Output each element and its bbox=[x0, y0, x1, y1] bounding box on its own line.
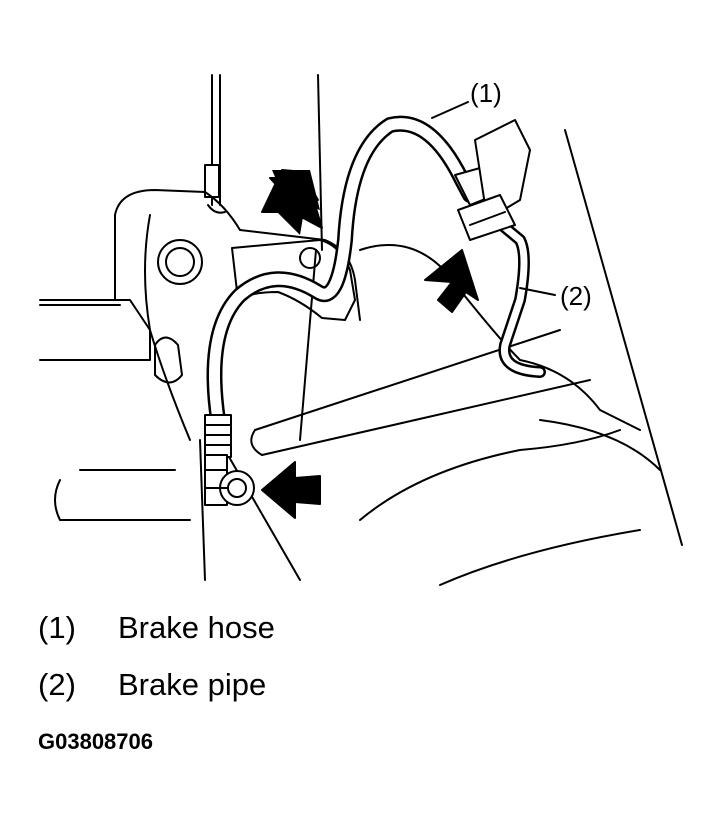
callout-pipe-number: (2) bbox=[560, 281, 592, 311]
legend-number: (2) bbox=[38, 667, 76, 702]
legend-number: (1) bbox=[38, 610, 76, 645]
leader-line-pipe bbox=[519, 287, 556, 296]
fender-line bbox=[564, 129, 683, 546]
knuckle-housing bbox=[39, 189, 361, 581]
arrow-upper-bracket-icon bbox=[261, 169, 323, 235]
legend-item-brake-hose: (1) Brake hose bbox=[38, 611, 275, 645]
body-panel-line bbox=[299, 74, 323, 441]
legend-label: Brake pipe bbox=[118, 667, 267, 702]
bracket-bolt bbox=[299, 247, 321, 269]
arrow-union-bolt-icon bbox=[261, 461, 321, 519]
brake-hose-diagram bbox=[39, 74, 683, 586]
callout-hose-number: (1) bbox=[470, 78, 502, 108]
arrow-pipe-fitting-icon bbox=[424, 249, 479, 313]
leader-line-hose bbox=[431, 101, 469, 119]
upper-flare-nut bbox=[457, 119, 531, 241]
strut-cable bbox=[204, 74, 226, 214]
brake-pipe bbox=[484, 209, 546, 378]
lower-union-bolt bbox=[204, 454, 255, 506]
lateral-link bbox=[250, 329, 591, 456]
figure-id: G03808706 bbox=[38, 729, 153, 754]
hub-bolt bbox=[157, 239, 203, 285]
legend-item-brake-pipe: (2) Brake pipe bbox=[38, 668, 266, 702]
strut-plate bbox=[359, 244, 641, 431]
legend-label: Brake hose bbox=[118, 610, 275, 645]
